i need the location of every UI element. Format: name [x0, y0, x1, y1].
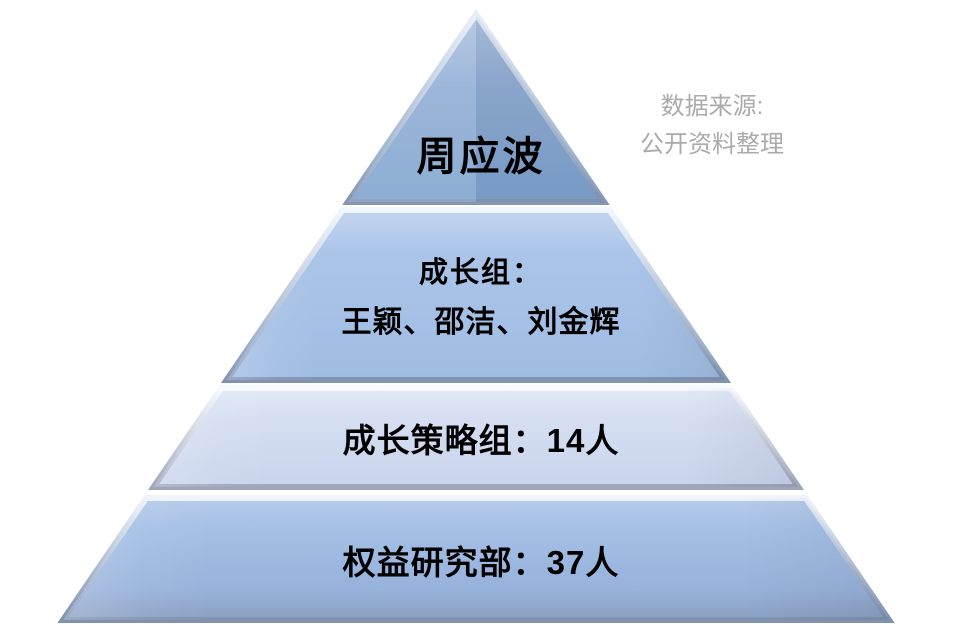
pyramid-level-1-shape — [342, 8, 610, 205]
pyramid-level-3-sheen — [153, 388, 799, 487]
pyramid-level-4-sheen — [63, 498, 889, 620]
pyramid-level-1-label: 周应波 — [416, 135, 546, 179]
pyramid-level-1-left-facet — [347, 14, 476, 202]
pyramid-level-2-sheen — [226, 210, 726, 380]
pyramid-level-1-right-facet — [476, 14, 605, 202]
data-source-note: 数据来源: 公开资料整理 — [607, 88, 817, 164]
pyramid-level-3-label: 成长策略组：14人 — [342, 422, 620, 459]
data-source-line-1: 数据来源: — [660, 93, 764, 120]
pyramid-level-2-title: 成长组： — [418, 257, 543, 289]
pyramid-level-2-members: 王颖、邵洁、刘金辉 — [341, 306, 621, 339]
data-source-line-2: 公开资料整理 — [640, 131, 784, 158]
pyramid-level-4-label: 权益研究部：37人 — [342, 544, 620, 581]
